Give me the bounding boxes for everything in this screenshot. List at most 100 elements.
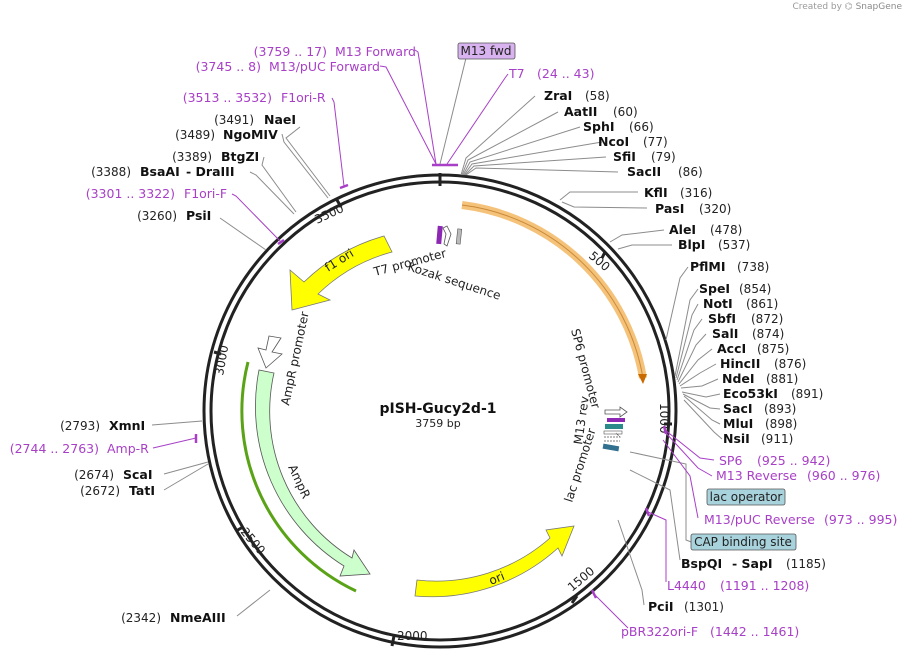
enzyme-position: (1185) (786, 557, 826, 571)
enzyme-position: (537) (718, 238, 750, 252)
enzyme-name: BlpI (678, 237, 705, 252)
lac-operator-label: lac operator (710, 490, 783, 504)
enzyme-name: HincII (720, 356, 760, 371)
credit-prefix: Created by (792, 2, 842, 12)
primer-name: SP6 (719, 453, 742, 468)
primer-label-t7: T7 (24 .. 43) (508, 66, 594, 81)
enzyme-name: ZraI (544, 88, 572, 103)
tick-marks (213, 173, 672, 647)
enzyme-label-right: Eco53kI (891) (723, 386, 823, 401)
enzyme-name: AleI (669, 222, 696, 237)
enzyme-name: BtgZI (221, 149, 259, 164)
enzyme-name: AccI (717, 341, 746, 356)
enzyme-position: (2793) (60, 419, 100, 433)
enzyme-name: TatI (129, 483, 155, 498)
primer-name: T7 (508, 66, 525, 81)
enzyme-name: BspQI (681, 556, 722, 571)
enzyme-label-right: SalI (874) (712, 326, 784, 341)
enzyme-position: (320) (699, 202, 731, 216)
plasmid-length: 3759 bp (415, 417, 460, 430)
snapgene-credit: Created by ⌬ SnapGene (792, 2, 902, 12)
tick-label: 3000 (212, 344, 231, 377)
primer-label-m13-puc-forward: (3745 .. 8) M13/pUC Forward (196, 59, 380, 74)
enzyme-position: (738) (737, 260, 769, 274)
enzyme-label-right: AccI (875) (717, 341, 789, 356)
enzyme-position: (893) (764, 402, 796, 416)
plasmid-name: pISH-Gucy2d-1 (379, 401, 496, 417)
enzyme-label-left: (2793) XmnI (60, 418, 145, 433)
enzyme-position: (3388) (91, 165, 131, 179)
enzyme-position: (3491) (214, 113, 254, 127)
enzyme-position: (60) (613, 105, 638, 119)
primer-label-m13-reverse: M13 Reverse (960 .. 976) (716, 468, 880, 483)
feature-ori: ori (414, 525, 575, 598)
tick-label: 3500 (312, 201, 346, 227)
enzyme-label-right: SbfI (872) (708, 311, 783, 326)
enzyme-position: (876) (774, 357, 806, 371)
enzyme-label-right: SacI (893) (723, 401, 796, 416)
enzyme-label-right: MluI (898) (723, 416, 797, 431)
primer-name: F1ori-R (281, 90, 326, 105)
enzyme-name: NaeI (264, 112, 296, 127)
enzyme-name: ScaI (123, 467, 153, 482)
enzyme-label-left: (2674) ScaI (74, 467, 152, 482)
enzyme-label-right: PflMI (738) (690, 259, 769, 274)
enzyme-name: PflMI (690, 259, 726, 274)
feature-insert (461, 201, 647, 384)
enzyme-position: (861) (746, 297, 778, 311)
tick-label: 1000 (657, 403, 671, 434)
enzyme-position: (478) (710, 223, 742, 237)
enzyme-name: PciI (648, 599, 674, 614)
enzyme-isoschizomer: - DraIII (186, 164, 234, 179)
enzyme-position: (898) (765, 417, 797, 431)
primer-label-pbr322ori-f: pBR322ori-F (1442 .. 1461) (621, 624, 799, 639)
enzyme-label-right: NsiI (911) (723, 431, 793, 446)
enzyme-position: (872) (751, 312, 783, 326)
enzyme-name: XmnI (109, 418, 145, 433)
m13-fwd-label: M13 fwd (461, 44, 512, 58)
ori-label: ori (487, 569, 507, 588)
enzyme-label-bottom: BspQI - SapI (1185) (681, 556, 826, 571)
enzyme-name: PasI (655, 201, 684, 216)
primer-name: L4440 (667, 578, 706, 593)
lac-operator-box: lac operator (706, 488, 786, 506)
enzyme-position: (79) (651, 150, 676, 164)
leader-lines-left (151, 126, 331, 617)
enzyme-label-left: (2672) TatI (80, 483, 155, 498)
enzyme-name: SphI (583, 119, 615, 134)
enzyme-position: (875) (757, 342, 789, 356)
enzyme-name: NotI (703, 296, 733, 311)
tick-label: 2000 (397, 629, 428, 643)
primer-label-m13-puc-reverse: M13/pUC Reverse (973 .. 995) (704, 512, 897, 527)
primer-range: (2744 .. 2763) (10, 441, 99, 456)
primer-label-m13-forward: (3759 .. 17) M13 Forward (254, 44, 416, 59)
m13-fwd-box: M13 fwd (457, 42, 516, 60)
cap-site-label: CAP binding site (694, 535, 792, 549)
enzyme-label-right: NdeI (881) (722, 371, 798, 386)
enzyme-name: MluI (723, 416, 753, 431)
enzyme-position: (3489) (175, 128, 215, 142)
primer-name: pBR322ori-F (621, 624, 698, 639)
enzyme-position: (911) (761, 432, 793, 446)
enzyme-name: KflI (644, 185, 668, 200)
primer-label-f1ori-f: (3301 .. 3322) F1ori-F (86, 186, 227, 201)
primer-range: (24 .. 43) (537, 66, 594, 81)
enzyme-label-right: NcoI (77) (598, 134, 668, 149)
enzyme-label-bottom: PciI (1301) (648, 599, 724, 614)
enzyme-position: (874) (752, 327, 784, 341)
m13-rev-label: M13 rev (571, 395, 592, 445)
enzyme-name: SpeI (699, 281, 730, 296)
enzyme-name: SfiI (613, 149, 636, 164)
enzyme-position: (86) (678, 165, 703, 179)
primer-label-amp-r: (2744 .. 2763) Amp-R (10, 441, 149, 456)
enzyme-name: SacII (627, 164, 661, 179)
enzyme-label-right: SfiI (79) (613, 149, 676, 164)
primer-range: (3745 .. 8) (196, 59, 261, 74)
enzyme-label-right: NotI (861) (703, 296, 778, 311)
enzyme-label-left: (3260) PsiI (137, 208, 211, 223)
leader-lines-right (460, 95, 723, 606)
primer-name: Amp-R (107, 441, 149, 456)
enzyme-position: (3389) (172, 150, 212, 164)
enzyme-label-left: (2342) NmeAIII (121, 610, 226, 625)
